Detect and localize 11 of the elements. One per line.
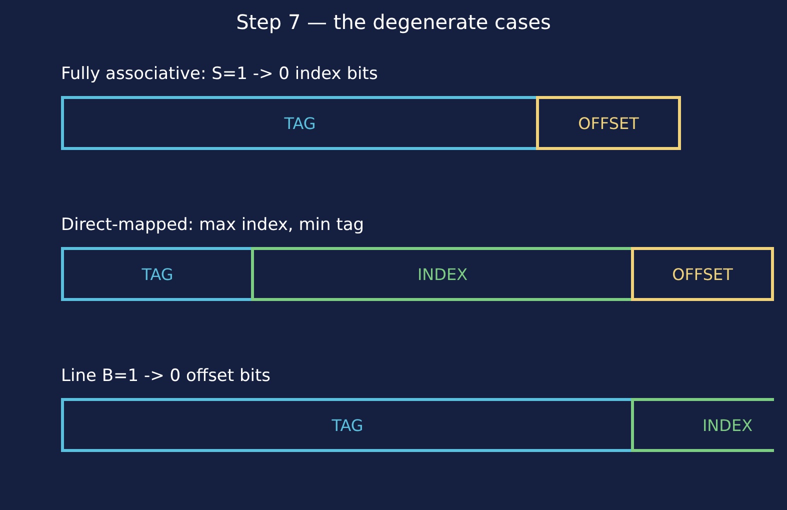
row-heading: Fully associative: S=1 -> 0 index bits [61,64,378,84]
address-field: INDEX [251,247,634,301]
address-field: INDEX [631,398,774,452]
address-field: OFFSET [536,96,681,150]
row-heading: Direct-mapped: max index, min tag [61,215,364,235]
address-field: TAG [61,398,634,452]
diagram-title: Step 7 — the degenerate cases [235,10,552,34]
row-heading: Line B=1 -> 0 offset bits [61,366,270,386]
address-field: OFFSET [631,247,774,301]
address-field: TAG [61,96,539,150]
address-field: TAG [61,247,254,301]
